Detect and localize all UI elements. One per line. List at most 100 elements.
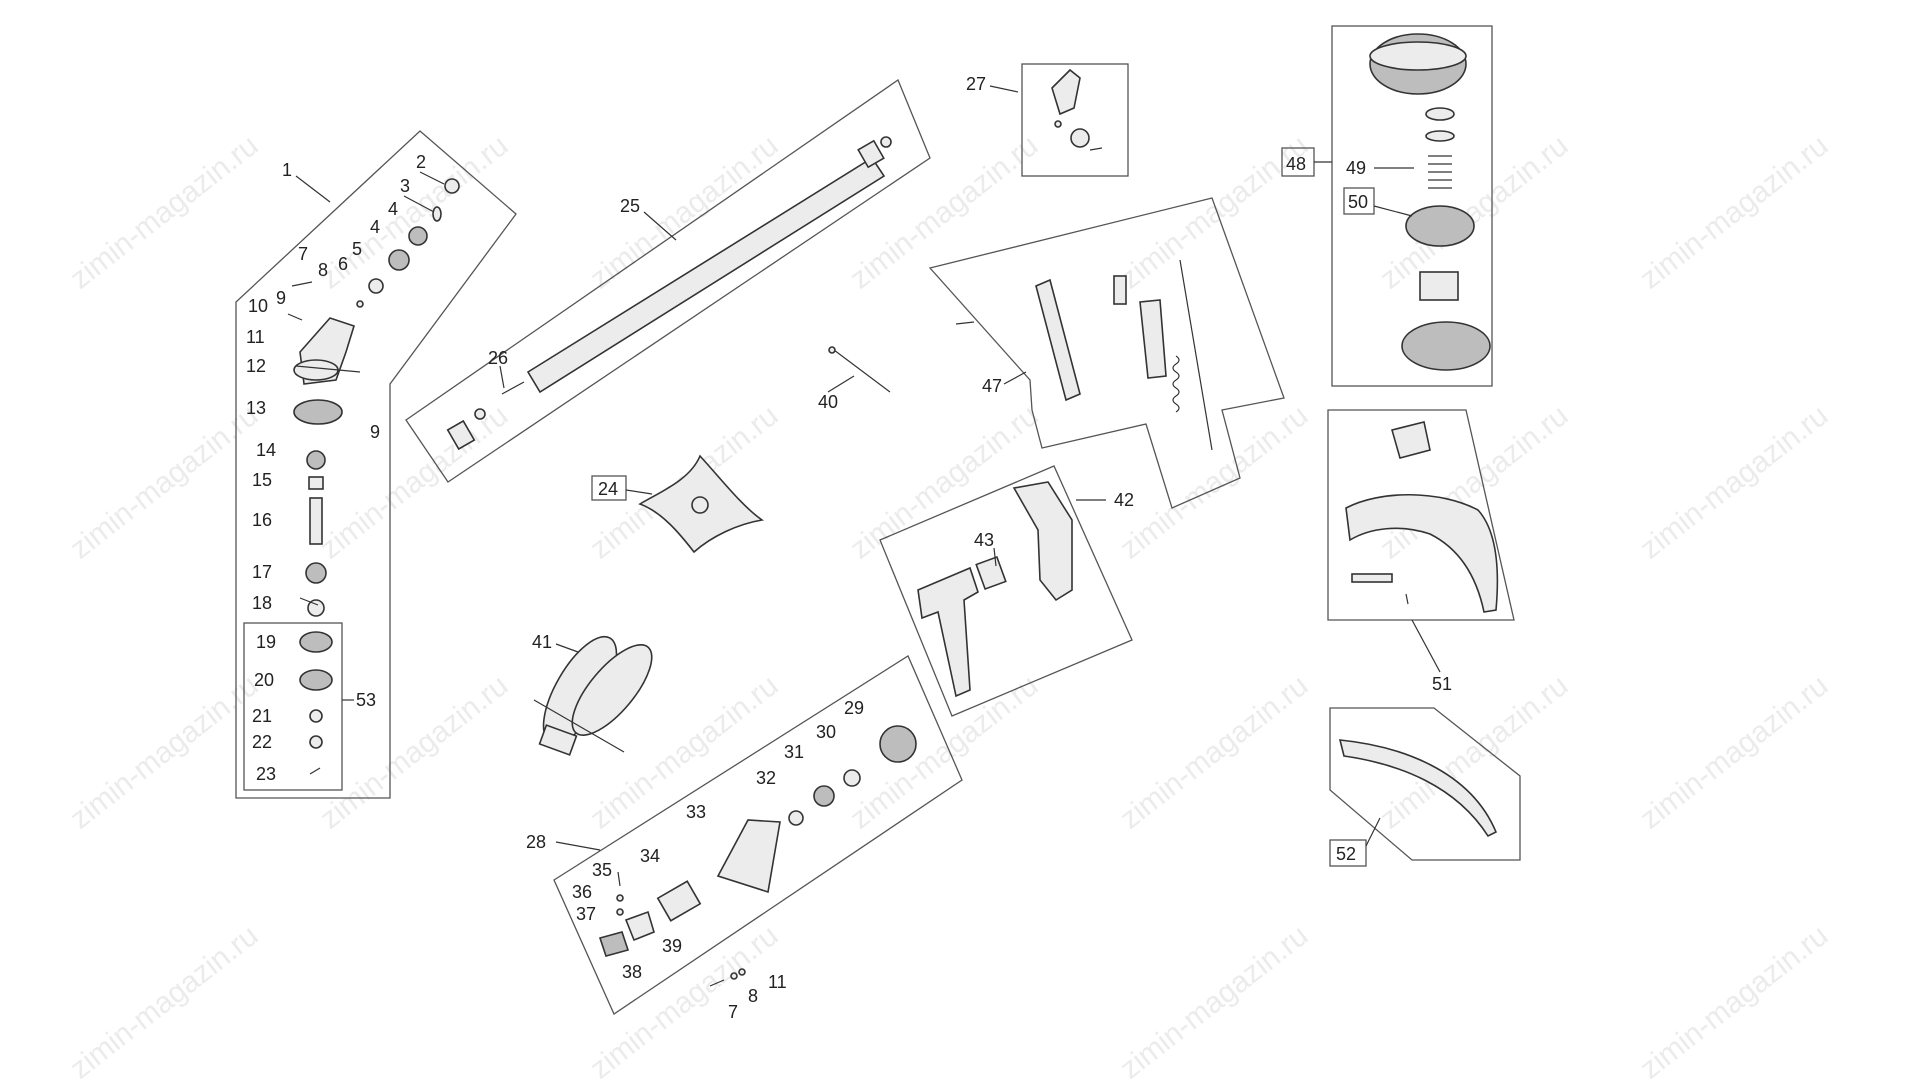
- nut-part: [309, 735, 323, 749]
- housing-flange-part: [293, 359, 339, 381]
- bolt-part: [287, 313, 303, 321]
- spacer-part: [308, 476, 324, 490]
- grip-part: [917, 566, 979, 698]
- callout-6: 6: [338, 254, 348, 274]
- callout-16: 16: [252, 510, 272, 530]
- callout-41: 41: [532, 632, 552, 652]
- guard-extension-frame: [1329, 707, 1521, 861]
- bearing-part: [388, 249, 410, 271]
- gearhead-group: 1 2 3 4 4 5 6 7 8 9 10 11 12 13 9 14 15 …: [235, 130, 517, 799]
- clamp-part: [1051, 68, 1081, 116]
- guard-frame: [1327, 409, 1515, 621]
- clamp-frame: [1021, 63, 1129, 177]
- leader-line: [1373, 205, 1413, 217]
- watermark-text: zimin-magazin.ru: [64, 669, 264, 836]
- callout-29: 29: [844, 698, 864, 718]
- callout-50: 50: [1348, 192, 1368, 212]
- throttle-cable-part: [1179, 259, 1213, 451]
- lower-holder-part: [299, 669, 333, 691]
- callout-28: 28: [526, 832, 546, 852]
- leader-line: [1411, 619, 1441, 673]
- clamp-part: [624, 910, 655, 942]
- watermark-text: zimin-magazin.ru: [1374, 129, 1574, 296]
- callout-32: 32: [756, 768, 776, 788]
- callout-23: 23: [256, 764, 276, 784]
- callout-52: 52: [1336, 844, 1356, 864]
- leader-line: [555, 643, 579, 653]
- blade-hole: [691, 496, 709, 514]
- watermark-text: zimin-magazin.ru: [584, 129, 784, 296]
- callout-8: 8: [748, 986, 758, 1006]
- shaft-part: [368, 278, 384, 294]
- leader-line: [1003, 371, 1027, 385]
- watermark-text: zimin-magazin.ru: [1634, 399, 1834, 566]
- leader-line: [993, 547, 997, 567]
- bushing-part: [857, 139, 885, 169]
- screw-part: [955, 321, 975, 325]
- washer-part: [616, 908, 624, 916]
- callout-8: 8: [318, 260, 328, 280]
- leader-line: [1365, 817, 1381, 847]
- washer-part: [1425, 130, 1455, 142]
- watermark-text: zimin-magazin.ru: [1114, 919, 1314, 1080]
- callout-34: 34: [640, 846, 660, 866]
- callout-30: 30: [816, 722, 836, 742]
- callout-26: 26: [488, 348, 508, 368]
- handle-group: 42 43: [879, 465, 1134, 717]
- spool-cover-top: [1369, 41, 1467, 71]
- watermark-text: zimin-magazin.ru: [64, 129, 264, 296]
- callout-1: 1: [282, 160, 292, 180]
- bolt-part: [709, 979, 725, 987]
- callout-11: 11: [246, 327, 265, 347]
- callout-33: 33: [686, 802, 706, 822]
- spool-part: [1405, 205, 1475, 247]
- guard-group: 51: [1327, 409, 1515, 694]
- callout-27: 27: [966, 74, 986, 94]
- callout-15: 15: [252, 470, 272, 490]
- bushing-part: [446, 419, 476, 451]
- callout-17: 17: [252, 562, 272, 582]
- blade-cutter-part: [1351, 573, 1393, 583]
- guard-extension-group: 52: [1329, 707, 1521, 867]
- bearing-part: [408, 226, 428, 246]
- shaft-part: [309, 497, 323, 545]
- handle-frame: [879, 465, 1133, 717]
- watermark-text: zimin-magazin.ru: [1114, 129, 1314, 296]
- leader-line: [295, 365, 361, 373]
- callout-51: 51: [1432, 674, 1452, 694]
- callout-49: 49: [1346, 158, 1366, 178]
- leader-line: [643, 211, 677, 241]
- callout-9: 9: [370, 422, 380, 442]
- callout-42: 42: [1114, 490, 1134, 510]
- callout-18: 18: [252, 593, 272, 613]
- bushing-part: [474, 408, 486, 420]
- callout-box: [591, 475, 627, 501]
- washer-part: [432, 206, 442, 222]
- harness-pad-part: [538, 724, 578, 756]
- upper-holder-part: [299, 631, 333, 653]
- trimmer-head-group: 48 49 50: [1281, 25, 1493, 387]
- circlip-part: [307, 599, 325, 617]
- watermark-text: zimin-magazin.ru: [64, 919, 264, 1080]
- throttle-group: 47: [928, 197, 1285, 509]
- watermark-text: zimin-magazin.ru: [1114, 669, 1314, 836]
- bearing-part: [813, 785, 835, 807]
- leader-line: [299, 597, 319, 606]
- callout-22: 22: [252, 732, 272, 752]
- spring-part: [1428, 155, 1452, 189]
- drive-tube-part: [526, 156, 886, 394]
- leader-line: [295, 175, 331, 203]
- pin-part: [356, 300, 364, 308]
- callout-39: 39: [662, 936, 682, 956]
- handle-sleeve-part: [975, 555, 1007, 591]
- callout-5: 5: [352, 239, 362, 259]
- callout-9: 9: [276, 288, 286, 308]
- callout-53: 53: [356, 690, 376, 710]
- clamp-ring-part: [1070, 128, 1090, 148]
- watermark-text: zimin-magazin.ru: [1634, 669, 1834, 836]
- leader-line: [555, 841, 601, 851]
- bolt-part: [1089, 147, 1103, 151]
- callout-box: [1329, 839, 1367, 867]
- callout-25: 25: [620, 196, 640, 216]
